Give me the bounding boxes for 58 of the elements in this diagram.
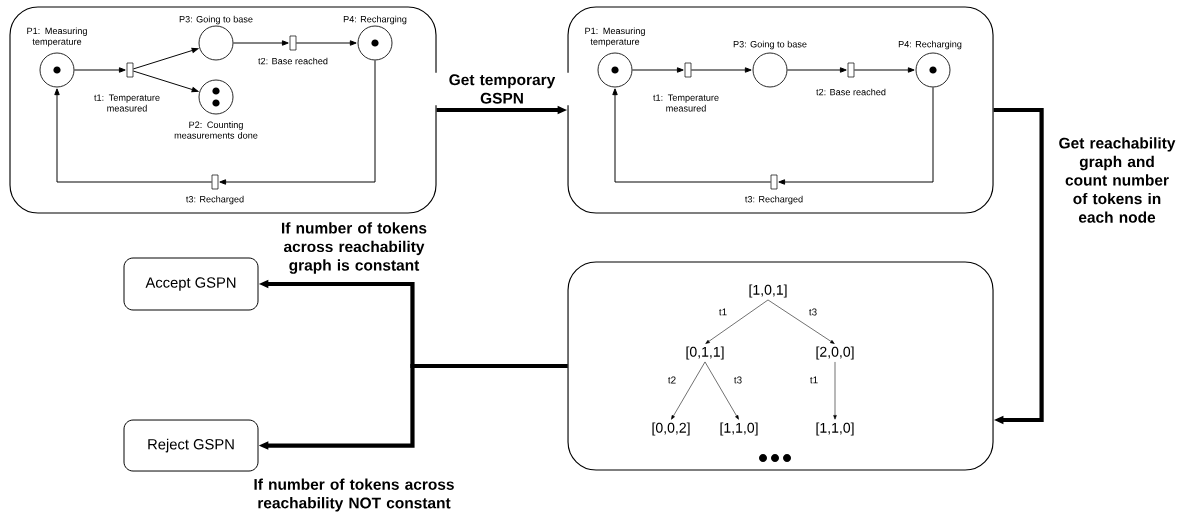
result-box: Reject GSPN (123, 419, 259, 472)
node-label: P3: Going to base (733, 40, 807, 50)
node-label: t1: Temperature measured (94, 94, 160, 112)
arrow (219, 59, 376, 185)
node-label: t3: Recharged (186, 195, 244, 205)
node-label: P2: Counting measurements done (174, 121, 258, 139)
edge-label: t3 (732, 375, 744, 385)
edge-label: t2 (666, 375, 678, 385)
arrow (54, 88, 213, 183)
transition-bar: t3: Recharged (745, 174, 803, 205)
edge-label: If number of tokens across reachability NOT constant (250, 477, 458, 513)
edge-label: t3 (807, 307, 819, 317)
arrow (705, 299, 769, 344)
state-vector: [1,0,1] (749, 284, 787, 298)
panel-box (567, 261, 994, 471)
node-label: P4: Recharging (898, 40, 962, 50)
arrow (295, 40, 357, 46)
arrow (833, 361, 837, 420)
state-vector: [1,1,0] (720, 422, 758, 436)
node-label: P1: Measuring temperature (585, 27, 645, 47)
arrow (778, 86, 934, 185)
state-vector: [1,1,0] (816, 422, 854, 436)
node-label: P3: Going to base (179, 15, 253, 25)
arrow (786, 67, 847, 73)
arrow (73, 67, 126, 73)
state-vector: [2,0,0] (816, 346, 854, 360)
edge-label: Get temporary GSPN (434, 72, 570, 106)
arrow (232, 40, 289, 46)
panel-box (9, 6, 437, 214)
node-label: P4: Recharging (343, 15, 407, 25)
arrow (690, 67, 752, 73)
arrow (767, 299, 835, 344)
state-vector: [0,1,1] (686, 346, 724, 360)
edge-label: Get reachability graph and count number of tokens in each node (1056, 135, 1178, 225)
arrow (853, 67, 915, 73)
transition-bar: t1: Temperature measured (653, 62, 719, 112)
transition-bar: t3: Recharged (186, 174, 244, 205)
arrow (631, 67, 684, 73)
node-label: P1: Measuring temperature (27, 27, 87, 47)
transition-bar: t1: Temperature measured (94, 62, 160, 112)
arrow (132, 47, 199, 70)
transition-bar: t2: Base reached (816, 62, 886, 96)
arrow (671, 361, 706, 420)
arrow (612, 88, 772, 183)
edge-label: If number of tokens across reachability graph is constant (271, 220, 437, 276)
arrow (132, 70, 199, 93)
state-vector: [0,0,2] (652, 422, 690, 436)
panel-box (567, 6, 994, 214)
node-label: t2: Base reached (816, 88, 886, 96)
edge-label: t1 (717, 307, 729, 317)
transition-bar: t2: Base reached (258, 35, 328, 65)
result-box: Accept GSPN (123, 257, 259, 311)
node-label: t1: Temperature measured (653, 94, 719, 112)
node-label: t3: Recharged (745, 195, 803, 205)
edge-label: t1 (808, 375, 820, 385)
arrow (993, 107, 1044, 425)
node-label: t2: Base reached (258, 57, 328, 65)
arrow (704, 361, 739, 420)
